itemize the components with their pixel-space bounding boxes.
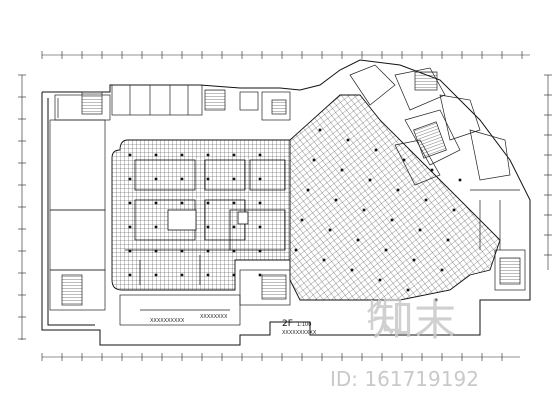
column-marker <box>356 238 360 242</box>
column-marker <box>294 248 298 252</box>
left-service-rooms <box>49 91 111 311</box>
column-marker <box>412 258 416 262</box>
column-marker <box>322 258 326 262</box>
column-marker <box>434 298 438 302</box>
column-marker <box>128 201 132 205</box>
column-marker <box>258 273 262 277</box>
column-marker <box>300 218 304 222</box>
drawing-title: 2F <box>282 319 293 329</box>
lower-rooms <box>119 269 291 326</box>
column-marker <box>180 201 184 205</box>
column-marker <box>396 188 400 192</box>
column-marker <box>128 153 132 157</box>
column-marker <box>328 228 332 232</box>
column-marker <box>446 238 450 242</box>
column-marker <box>430 168 434 172</box>
column-marker <box>206 249 210 253</box>
column-marker <box>180 153 184 157</box>
column-marker <box>440 268 444 272</box>
drawing-labels: 2F 1:100 XXXXXXXXXX XXXXXXXXXX XXXXXXXX <box>150 314 317 336</box>
watermark: 知末 ID: 161719192 <box>330 296 479 391</box>
column-marker <box>350 268 354 272</box>
building-outline <box>41 59 531 346</box>
column-marker <box>258 249 262 253</box>
top-dimension-line <box>41 51 530 59</box>
room-label-1: XXXXXXXXXX <box>150 318 185 324</box>
column-marker <box>206 201 210 205</box>
column-marker <box>452 208 456 212</box>
column-marker <box>362 208 366 212</box>
column-marker <box>180 177 184 181</box>
column-marker <box>232 273 236 277</box>
drawing-scale-note: 1:100 <box>297 322 311 328</box>
column-marker <box>206 225 210 229</box>
column-marker <box>128 249 132 253</box>
column-marker <box>128 225 132 229</box>
column-marker <box>258 177 262 181</box>
left-dimension-line <box>18 74 26 340</box>
column-marker <box>154 249 158 253</box>
column-marker <box>154 153 158 157</box>
column-marker <box>402 158 406 162</box>
top-service-rooms <box>111 84 291 121</box>
column-marker <box>154 177 158 181</box>
column-marker <box>128 273 132 277</box>
column-marker <box>232 201 236 205</box>
column-marker <box>180 249 184 253</box>
column-marker <box>232 225 236 229</box>
main-ceiling-grid <box>111 139 291 291</box>
column-marker <box>458 178 462 182</box>
column-marker <box>334 198 338 202</box>
column-marker <box>154 225 158 229</box>
column-marker <box>206 153 210 157</box>
column-marker <box>154 201 158 205</box>
column-marker <box>406 288 410 292</box>
right-wing-rooms <box>349 64 526 291</box>
column-marker <box>232 153 236 157</box>
column-marker <box>258 201 262 205</box>
diagonal-ceiling-grid <box>289 94 501 301</box>
column-marker <box>154 273 158 277</box>
column-marker <box>346 138 350 142</box>
column-marker <box>128 177 132 181</box>
column-marker <box>306 188 310 192</box>
column-marker <box>374 148 378 152</box>
bottom-dimension-line <box>41 353 520 361</box>
column-marker <box>206 177 210 181</box>
watermark-logo-text: 知末 <box>372 296 456 345</box>
column-marker <box>384 248 388 252</box>
interior-partitions <box>125 159 286 285</box>
column-marker <box>318 128 322 132</box>
column-marker <box>258 225 262 229</box>
column-marker <box>418 228 422 232</box>
column-marker <box>424 198 428 202</box>
watermark-logo-mark <box>367 298 402 332</box>
column-markers <box>128 128 462 302</box>
column-marker <box>312 158 316 162</box>
column-marker <box>206 273 210 277</box>
column-marker <box>368 178 372 182</box>
column-marker <box>180 273 184 277</box>
watermark-id-text: ID: 161719192 <box>330 367 479 391</box>
right-dimension-line <box>544 74 552 270</box>
column-marker <box>390 218 394 222</box>
column-marker <box>258 153 262 157</box>
room-label-2: XXXXXXXX <box>200 314 228 320</box>
column-marker <box>232 249 236 253</box>
column-marker <box>378 278 382 282</box>
column-marker <box>232 177 236 181</box>
column-marker <box>340 168 344 172</box>
drawing-subtitle: XXXXXXXXXX <box>282 330 317 336</box>
